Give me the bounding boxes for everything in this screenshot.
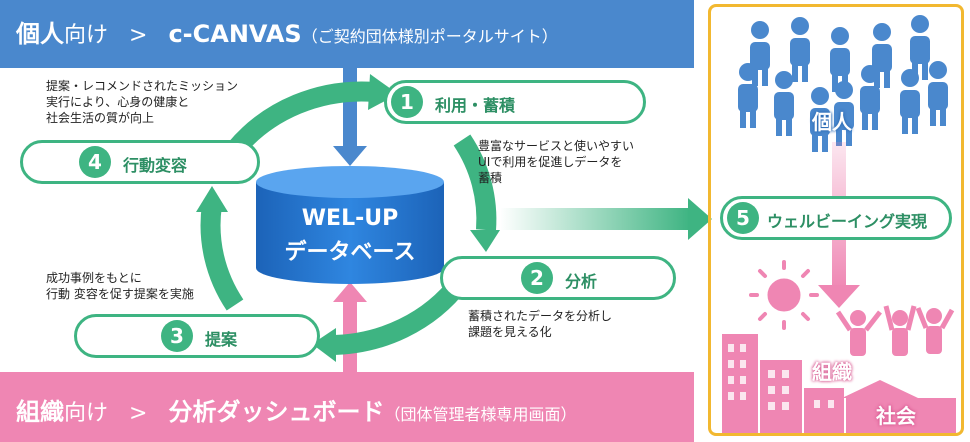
individual-banner: 個人向け > c-CANVAS（ご契約団体様別ポータルサイト） [0, 0, 694, 68]
banner-chevron: > [129, 23, 148, 48]
step-1-number: 1 [391, 86, 423, 118]
individual-label: 個人 [812, 110, 852, 134]
organization-banner: 組織向け > 分析ダッシュボード（団体管理者様専用画面） [0, 372, 694, 442]
step-3-proposal: 3 提案 [74, 314, 320, 358]
individual-product: c-CANVAS [168, 20, 302, 48]
step-2-label: 分析 [565, 272, 598, 291]
step-2-analysis: 2 分析 [440, 256, 676, 300]
organization-product-note: （団体管理者様専用画面） [384, 405, 577, 424]
banner-chevron: > [129, 401, 148, 426]
cheering-people [835, 305, 955, 356]
to-wellbeing-arrow [500, 198, 712, 240]
individual-suffix: 向け [64, 23, 109, 48]
step-4-number: 4 [79, 146, 111, 178]
step-1-use-accumulate: 1 利用・蓄積 [384, 80, 646, 124]
step-3-label: 提案 [205, 330, 238, 349]
step-5-wellbeing: 5 ウェルビーイング実現 [720, 196, 952, 240]
building-windows [728, 344, 834, 410]
organization-audience: 組織 [16, 398, 64, 426]
pink-up-arrow [333, 282, 367, 372]
organization-product: 分析ダッシュボード [168, 398, 385, 426]
organization-suffix: 向け [64, 401, 109, 426]
step-5-label: ウェルビーイング実現 [767, 212, 928, 231]
people-crowd [738, 15, 948, 152]
database-subtitle: データベース [284, 240, 416, 265]
step-2-number: 2 [521, 262, 553, 294]
step-4-label: 行動変容 [123, 156, 188, 175]
step-5-number: 5 [727, 202, 759, 234]
individual-product-note: （ご契約団体様別ポータルサイト） [301, 27, 558, 46]
step-3-number: 3 [161, 320, 193, 352]
database-name: WEL-UP [301, 206, 399, 231]
wellbeing-panel [708, 4, 964, 436]
society-label: 社会 [876, 404, 916, 428]
organization-label: 組織 [812, 360, 852, 384]
step-1-description: 豊富なサービスと使いやすい UIで利用を促進しデータを 蓄積 [478, 139, 635, 185]
step-4-description: 提案・レコメンドされたミッション 実行により、心身の健康と 社会生活の質が向上 [46, 79, 239, 125]
individual-audience: 個人 [16, 20, 64, 48]
step-3-description: 成功事例をもとに 行動 変容を促す提案を実施 [46, 271, 194, 301]
cycle-arrowheads [196, 74, 500, 362]
step-2-description: 蓄積されたデータを分析し 課題を見える化 [468, 309, 613, 339]
step-1-label: 利用・蓄積 [435, 96, 516, 115]
database-cylinder [256, 166, 444, 284]
step-4-behavior-change: 4 行動変容 [20, 140, 260, 184]
sun-icon [749, 260, 819, 330]
